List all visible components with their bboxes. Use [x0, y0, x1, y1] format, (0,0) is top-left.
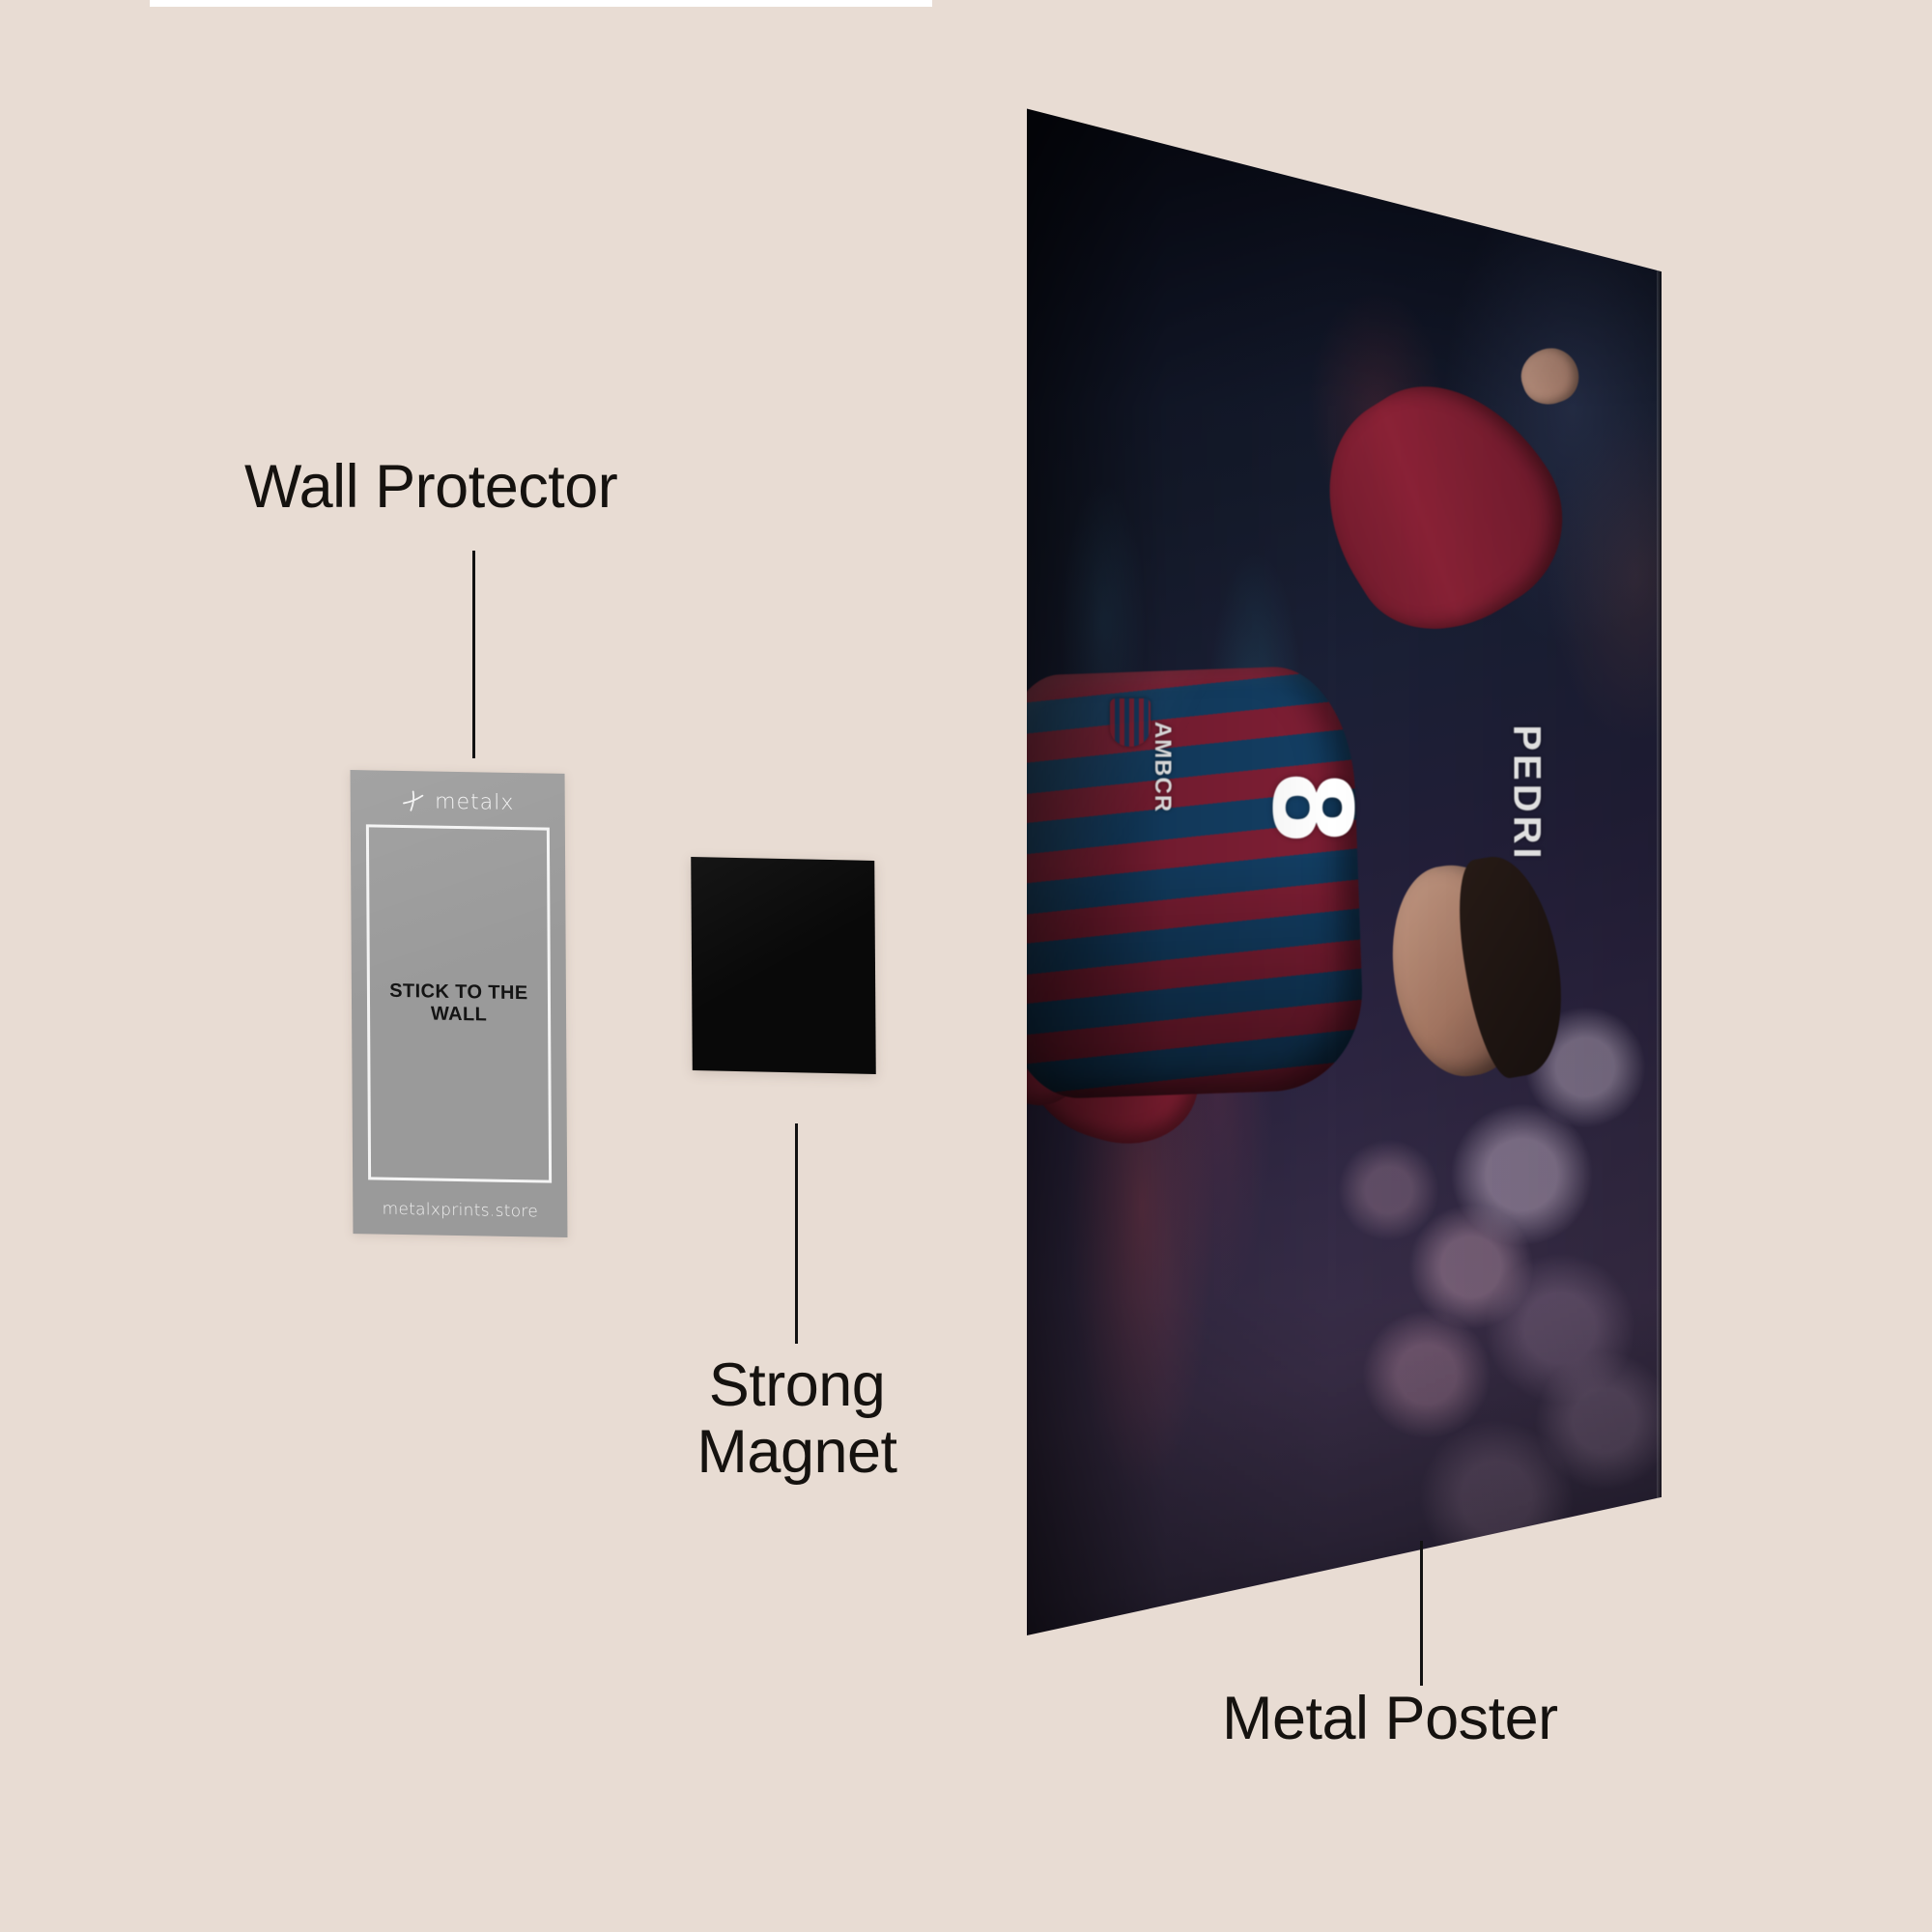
wall-protector-label: Wall Protector [244, 453, 618, 521]
metalx-cross-icon [403, 790, 424, 811]
metal-poster: AMBCR 8 PEDRI [1027, 108, 1662, 1635]
poster-vignette [1027, 108, 1662, 1635]
metalx-brand-text: metalx [435, 789, 515, 815]
metal-poster-leader-line [1420, 1541, 1423, 1686]
store-url-text: metalxprints.store [382, 1199, 539, 1222]
wall-protector-brand-row: metalx [351, 787, 565, 816]
metal-poster-label: Metal Poster [1222, 1685, 1558, 1752]
wall-protector-inner-frame: STICK TO THE WALL [365, 824, 553, 1183]
strong-magnet-leader-line [795, 1123, 798, 1344]
wall-protector-card: metalx STICK TO THE WALL metalxprints.st… [350, 770, 568, 1237]
wall-protector-leader-line [472, 551, 475, 758]
poster-metal-edge [1657, 108, 1662, 1635]
top-white-band [150, 0, 932, 7]
strong-magnet-label: Strong Magnet [696, 1351, 897, 1487]
stick-to-the-wall-text: STICK TO THE WALL [389, 980, 528, 1026]
strong-magnet-square [691, 856, 876, 1075]
